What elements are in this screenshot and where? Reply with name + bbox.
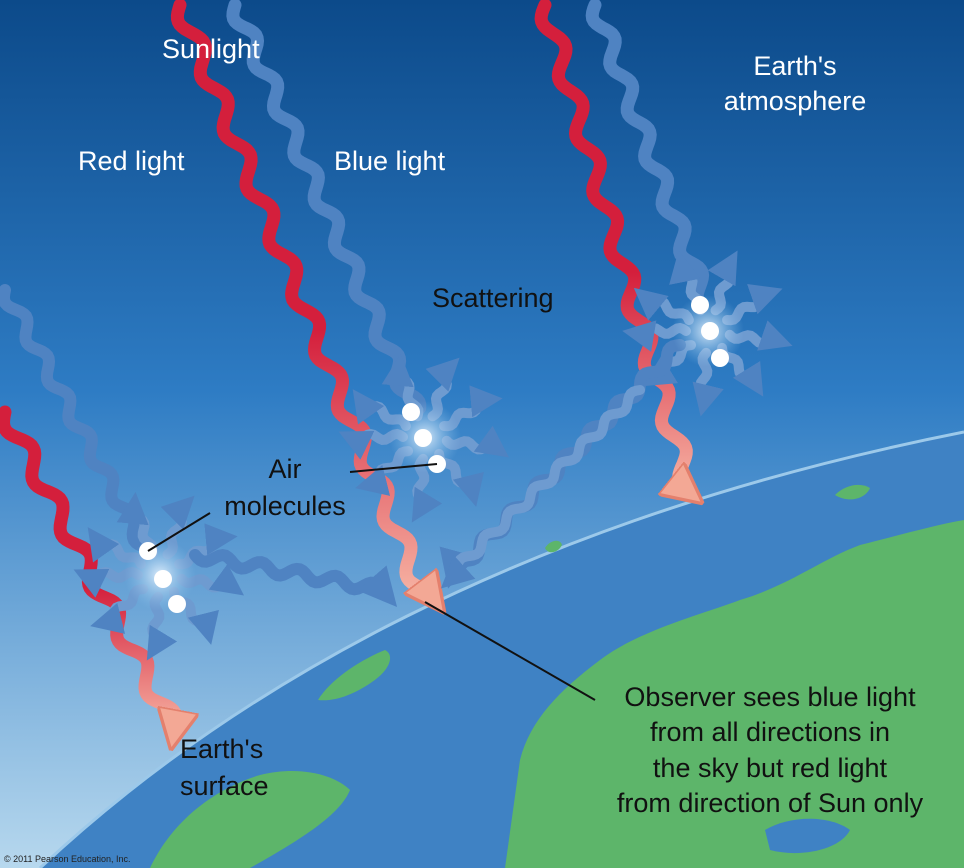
- label-blue-light: Blue light: [334, 146, 446, 176]
- label-air-molecules-2: molecules: [224, 491, 346, 521]
- air-molecule: [691, 296, 709, 314]
- molecule-cluster-right: [672, 295, 744, 367]
- scattered-blue-ray-to-observer: [189, 548, 398, 608]
- label-observer-1: Observer sees blue light: [624, 682, 916, 712]
- label-air-molecules-1: Air: [269, 454, 302, 484]
- label-earths-atmosphere-2: atmosphere: [724, 86, 867, 116]
- molecule-cluster-left: [124, 539, 196, 613]
- air-molecule: [402, 403, 420, 421]
- red-light-ray: [534, 0, 687, 491]
- air-molecule: [414, 429, 432, 447]
- continent: [505, 520, 964, 868]
- lake: [765, 818, 850, 854]
- air-molecules-leader-1: [349, 463, 438, 473]
- label-observer-2: from all directions in: [650, 717, 890, 747]
- label-red-light: Red light: [78, 146, 185, 176]
- air-molecule: [701, 322, 719, 340]
- observer-leader: [424, 601, 596, 701]
- island-right: [835, 484, 870, 500]
- light-waves: [0, 0, 793, 730]
- air-molecules-leader-2: [147, 512, 211, 552]
- label-sunlight: Sunlight: [162, 34, 260, 64]
- air-molecule: [154, 570, 172, 588]
- red-light-ray: [170, 0, 432, 597]
- scattered-blue-ray-to-observer: [440, 385, 645, 589]
- island-left: [318, 650, 391, 701]
- label-earths-surface-1: Earth's: [180, 734, 263, 764]
- label-scattering: Scattering: [432, 283, 554, 313]
- label-earths-surface-2: surface: [180, 771, 269, 801]
- air-molecule: [168, 595, 186, 613]
- label-earths-atmosphere-1: Earth's: [753, 51, 836, 81]
- label-observer-3: the sky but red light: [653, 753, 888, 783]
- blue-light-ray: [226, 0, 427, 415]
- copyright-credit: © 2011 Pearson Education, Inc.: [4, 854, 131, 864]
- molecule-cluster-middle: [389, 401, 461, 473]
- land-bottom-left: [150, 770, 350, 868]
- air-molecule: [711, 349, 729, 367]
- islet-small: [545, 540, 562, 553]
- label-observer-4: from direction of Sun only: [617, 788, 924, 818]
